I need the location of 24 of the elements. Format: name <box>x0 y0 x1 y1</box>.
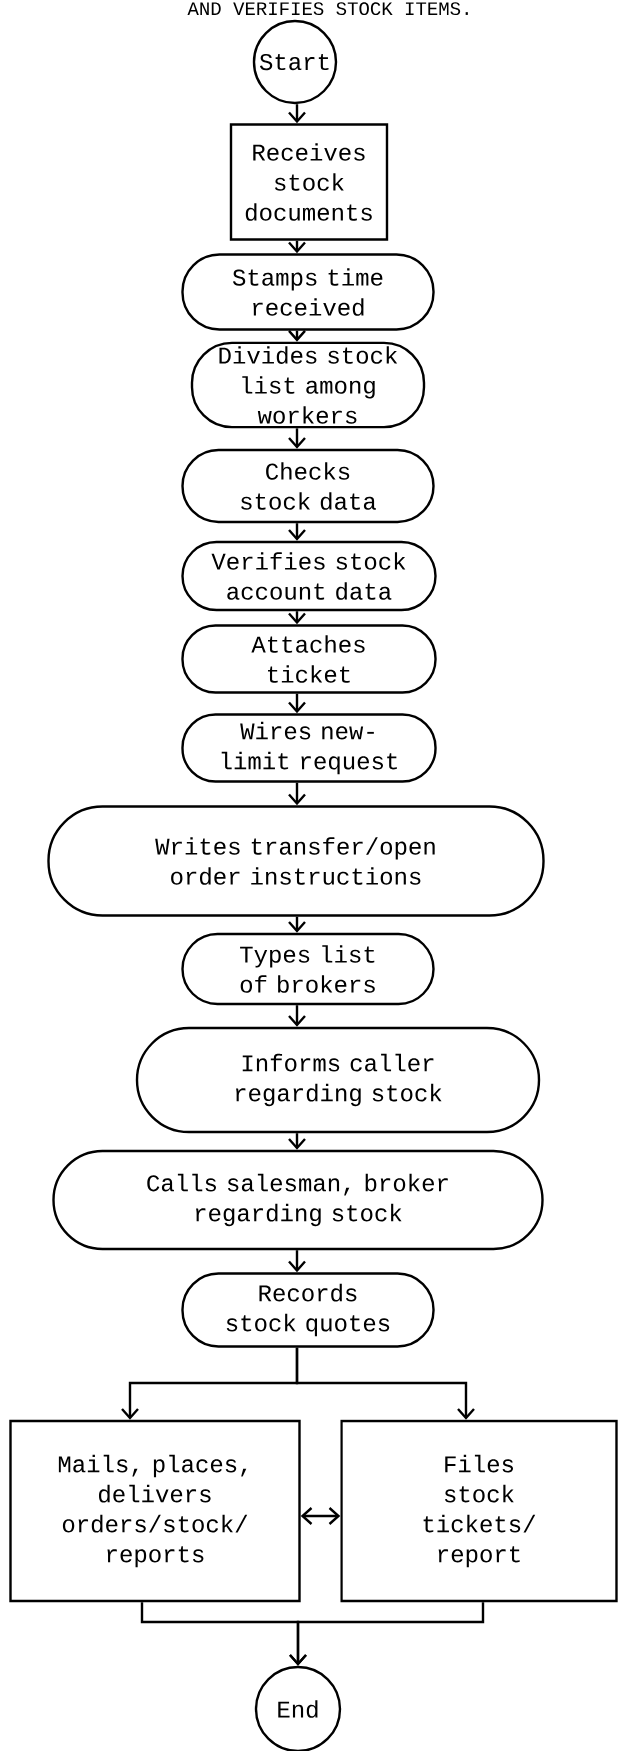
rounded-process-box: Types list of brokers <box>181 932 435 1006</box>
arrow <box>289 1602 485 1666</box>
arrow <box>288 104 306 124</box>
rounded-process-box: Stamps time received <box>181 253 435 331</box>
process-box: Files stock tickets/ report <box>340 1419 618 1603</box>
process-box: Mails, places, delivers orders/stock/ reports <box>9 1419 301 1603</box>
rounded-process-box: Informs caller regarding stock <box>135 1026 541 1134</box>
arrow <box>295 1347 475 1420</box>
arrow <box>288 1250 306 1273</box>
arrow <box>288 1005 306 1027</box>
rounded-process-box: Writes transfer/open order instructions <box>47 805 545 917</box>
process-box: Receives stock documents <box>229 123 389 241</box>
rounded-process-box: Calls salesman, broker regarding stock <box>52 1149 544 1251</box>
title: AND VERIFIES STOCK ITEMS. <box>187 2 468 16</box>
rounded-process-box: Wires new-limit request <box>181 713 437 783</box>
rounded-process-box: Divides stock list among workers <box>190 341 426 429</box>
arrow <box>288 428 306 449</box>
rounded-process-box: Records stock quotes <box>181 1272 435 1348</box>
rounded-process-box: Attaches ticket <box>181 624 437 694</box>
rounded-process-box: Verifies stock account data <box>181 540 437 612</box>
arrow <box>288 782 306 806</box>
rounded-process-box: Checks stock data <box>181 448 435 524</box>
arrow <box>288 693 306 714</box>
arrow <box>300 1507 341 1525</box>
